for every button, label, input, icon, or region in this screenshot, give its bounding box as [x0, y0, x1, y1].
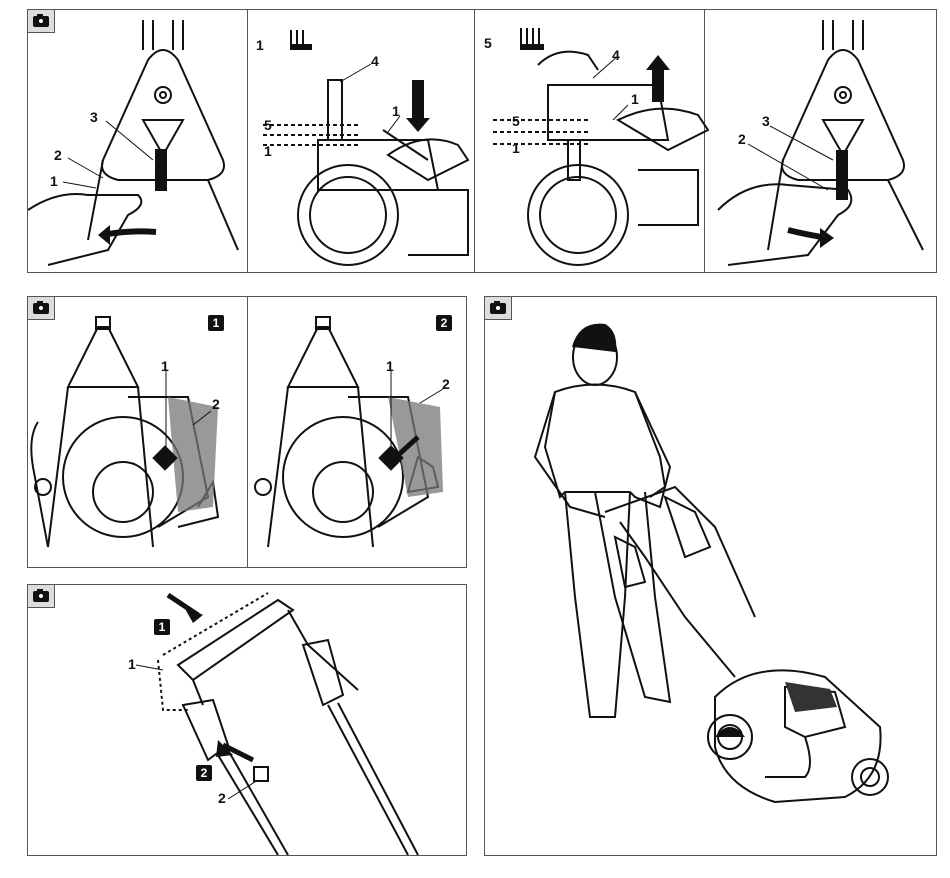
grass-catcher-illustrations [28, 297, 466, 567]
label-12: 3 [762, 114, 770, 128]
label-2: 2 [218, 791, 226, 805]
label-3: 1 [50, 174, 58, 188]
handle-illustration [28, 585, 466, 855]
operator-with-mower-illustration [485, 297, 936, 855]
height-min-label: 1 [256, 38, 264, 52]
label-1: 1 [128, 657, 136, 671]
label-11: 1 [512, 141, 520, 155]
label-6: 5 [264, 118, 272, 132]
label-2: 2 [212, 397, 220, 411]
label-2: 2 [54, 148, 62, 162]
right-panel [484, 296, 937, 856]
label-4: 2 [442, 377, 450, 391]
top-illustrations [28, 10, 936, 272]
label-1: 3 [90, 110, 98, 124]
middle-left-panel: 1 2 [27, 296, 467, 568]
label-1: 1 [161, 359, 169, 373]
label-10: 5 [512, 114, 520, 128]
label-4: 4 [371, 54, 379, 68]
label-5: 1 [392, 104, 400, 118]
label-13: 2 [738, 132, 746, 146]
bottom-left-panel: 1 2 1 2 [27, 584, 467, 856]
height-max-label: 5 [484, 36, 492, 50]
label-7: 1 [264, 144, 272, 158]
label-9: 1 [631, 92, 639, 106]
label-8: 4 [612, 48, 620, 62]
top-panel: 3 2 1 1 4 1 5 1 5 4 1 5 1 3 2 [27, 9, 937, 273]
label-3: 1 [386, 359, 394, 373]
